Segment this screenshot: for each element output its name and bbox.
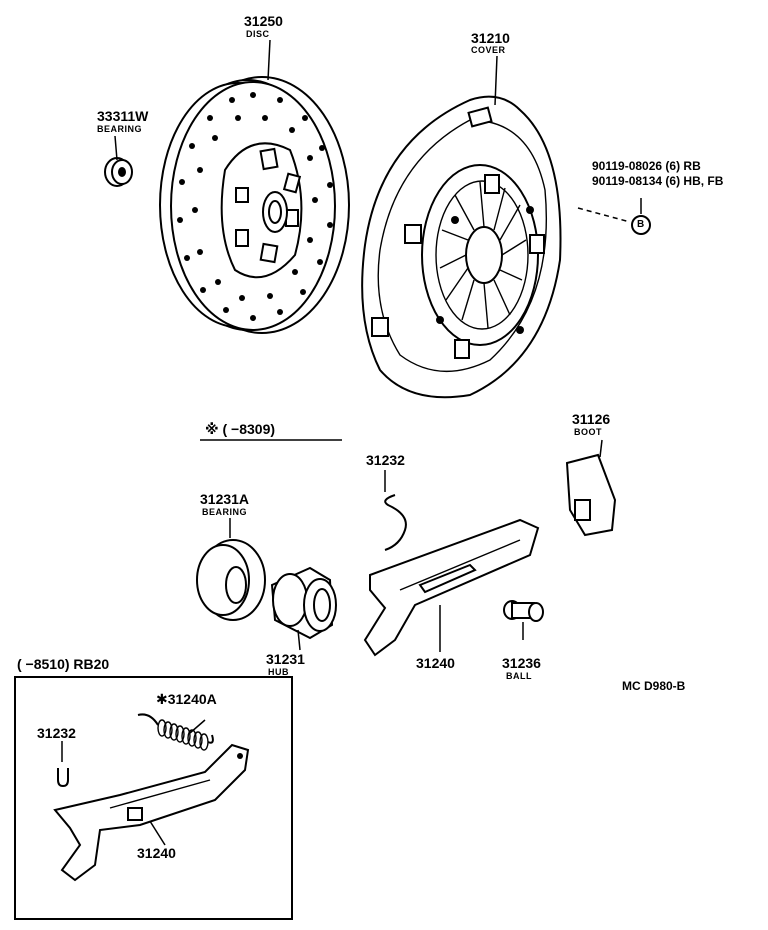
boot-drawing	[565, 453, 617, 537]
diagram-code: MC D980-B	[622, 679, 686, 693]
spring-part-number: ✱31240A	[156, 691, 217, 707]
clip-upper-drawing	[384, 494, 407, 551]
spring-drawing	[137, 713, 214, 751]
hub-drawing	[270, 566, 337, 640]
pilot-bearing-part-number: 33311W	[97, 108, 149, 124]
release-bearing-drawing	[196, 539, 266, 621]
fork-upper-part-number: 31240	[416, 655, 455, 671]
boot-part-number: 31126	[572, 411, 611, 427]
ball-part-number: 31236	[502, 655, 541, 671]
release-fork-upper-drawing	[363, 518, 540, 657]
boot-part-name: BOOT	[574, 427, 602, 437]
cover-part-number: 31210	[471, 30, 510, 46]
clutch-disc-drawing	[159, 76, 350, 334]
inset-box	[14, 676, 293, 920]
leader-lines	[61, 39, 603, 846]
pilot-bearing-part-name: BEARING	[97, 124, 143, 134]
bolt-callout-circle	[631, 215, 651, 235]
ball-drawing	[503, 600, 544, 640]
release-fork-lower-drawing	[53, 743, 250, 882]
clip-upper-part-number: 31232	[366, 452, 405, 468]
bolt-callout-letter: B	[637, 219, 645, 230]
bolt-hb-fb-part-number: 90119-08134 (6) HB, FB	[592, 174, 724, 188]
fork-lower-part-number: 31240	[137, 845, 176, 861]
bolt-rb-part-number: 90119-08026 (6) RB	[592, 159, 701, 173]
release-bearing-part-number: 31231A	[200, 491, 250, 507]
clip-lower-drawing	[57, 768, 69, 788]
disc-part-name: DISC	[246, 29, 270, 39]
hub-part-number: 31231	[266, 651, 305, 667]
clip-lower-part-number: 31232	[37, 725, 76, 741]
ball-part-name: BALL	[506, 671, 532, 681]
cover-part-name: COVER	[471, 45, 506, 55]
pilot-bearing-drawing	[104, 157, 133, 187]
date-range-note: ※ ( −8309)	[205, 421, 276, 437]
inset-range-note: ( −8510) RB20	[17, 656, 110, 672]
bolt-leader-line	[577, 207, 631, 223]
hub-part-name: HUB	[268, 667, 289, 677]
release-bearing-part-name: BEARING	[202, 507, 248, 517]
clutch-cover-drawing	[361, 95, 562, 399]
disc-part-number: 31250	[244, 13, 283, 29]
